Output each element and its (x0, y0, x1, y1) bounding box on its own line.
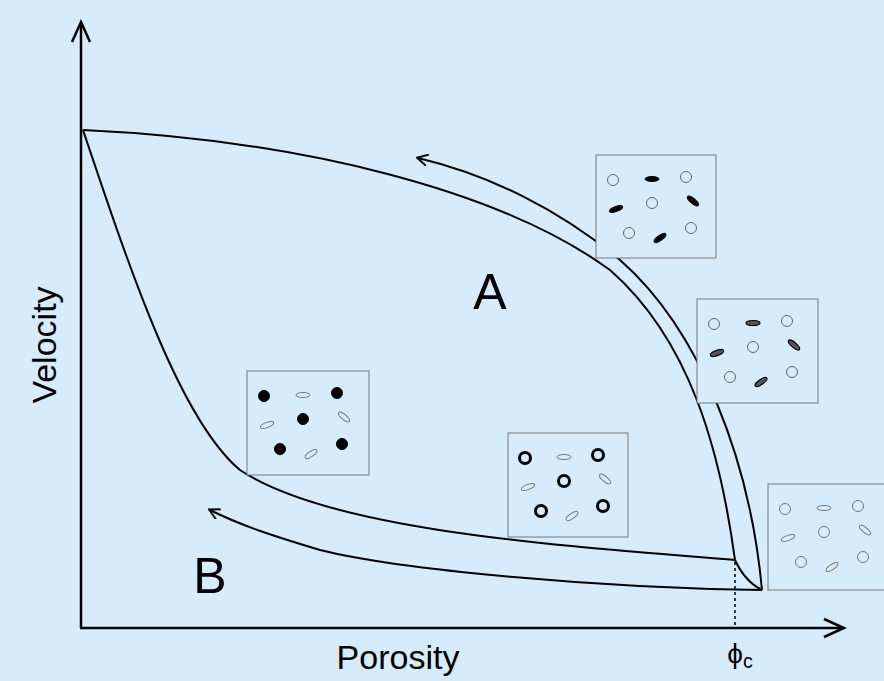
axis-label: Porosity (337, 640, 460, 674)
bound-curves (83, 130, 762, 590)
region-label: B (193, 551, 226, 601)
pore-inset (697, 299, 818, 403)
region-label: A (473, 267, 506, 317)
pore-inset (768, 484, 884, 590)
pore-inset (596, 155, 716, 258)
axes (72, 22, 844, 637)
pore-inset (508, 433, 628, 537)
pore-inset (247, 371, 369, 475)
critical-porosity-label: ϕc (727, 640, 752, 671)
critical-porosity-line (734, 562, 736, 628)
axis-label: Velocity (27, 286, 61, 403)
